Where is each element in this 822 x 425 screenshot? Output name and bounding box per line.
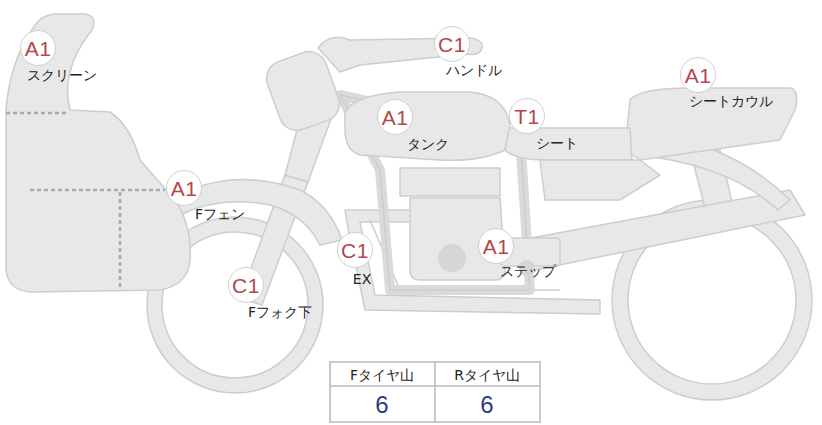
part-name: ステップ <box>500 263 556 280</box>
grade-code: C1 <box>341 240 369 261</box>
engine-cover <box>438 244 466 272</box>
grade-callout: A1スクリーン <box>20 30 56 66</box>
tread-table <box>330 362 540 422</box>
callout-circle: A1 <box>20 30 56 66</box>
grade-callout: C1EX <box>337 232 373 268</box>
grade-code: A1 <box>685 65 712 86</box>
grade-code: T1 <box>514 106 540 127</box>
grade-callout: A1シートカウル <box>680 57 716 93</box>
grade-code: C1 <box>438 34 466 55</box>
part-name: シート <box>536 135 578 152</box>
part-name: EX <box>353 271 371 288</box>
part-name: シートカウル <box>689 93 773 110</box>
grade-callout: C1ハンドル <box>434 26 470 62</box>
grade-code: A1 <box>382 107 409 128</box>
part-name: タンク <box>407 136 449 153</box>
seat-cowl <box>625 88 797 160</box>
grade-callout: A1ステップ <box>478 228 514 264</box>
callout-circle: A1 <box>377 99 413 135</box>
part-name: Fフォク下 <box>248 304 312 321</box>
table-value: 6 <box>375 393 388 417</box>
callout-circle: C1 <box>337 232 373 268</box>
table-rule <box>434 362 436 422</box>
callout-circle: A1 <box>478 228 514 264</box>
grade-callout: A1タンク <box>377 99 413 135</box>
dotted-divider <box>6 112 68 115</box>
grade-code: C1 <box>232 275 260 296</box>
grade-code: A1 <box>25 38 52 59</box>
front-fairing <box>6 14 190 292</box>
part-name: スクリーン <box>27 67 97 84</box>
fuel-tank <box>345 92 510 160</box>
engine-head <box>400 168 500 196</box>
dotted-divider <box>30 189 165 192</box>
table-header: Rタイヤ山 <box>454 368 520 382</box>
callout-circle: T1 <box>509 98 545 134</box>
callout-circle: A1 <box>680 57 716 93</box>
part-name: ハンドル <box>446 62 502 79</box>
grade-callout: A1Fフェン <box>166 170 202 206</box>
grade-code: A1 <box>171 178 198 199</box>
table-header: Fタイヤ山 <box>350 368 414 382</box>
dotted-divider <box>119 192 122 288</box>
grade-callout: T1シート <box>509 98 545 134</box>
callout-circle: C1 <box>228 267 264 303</box>
swingarm <box>520 190 805 270</box>
callout-circle: A1 <box>166 170 202 206</box>
table-value: 6 <box>480 393 493 417</box>
side-cover <box>540 160 660 200</box>
grade-callout: C1Fフォク下 <box>228 267 264 303</box>
part-name: Fフェン <box>195 206 245 223</box>
grade-code: A1 <box>483 236 510 257</box>
callout-circle: C1 <box>434 26 470 62</box>
